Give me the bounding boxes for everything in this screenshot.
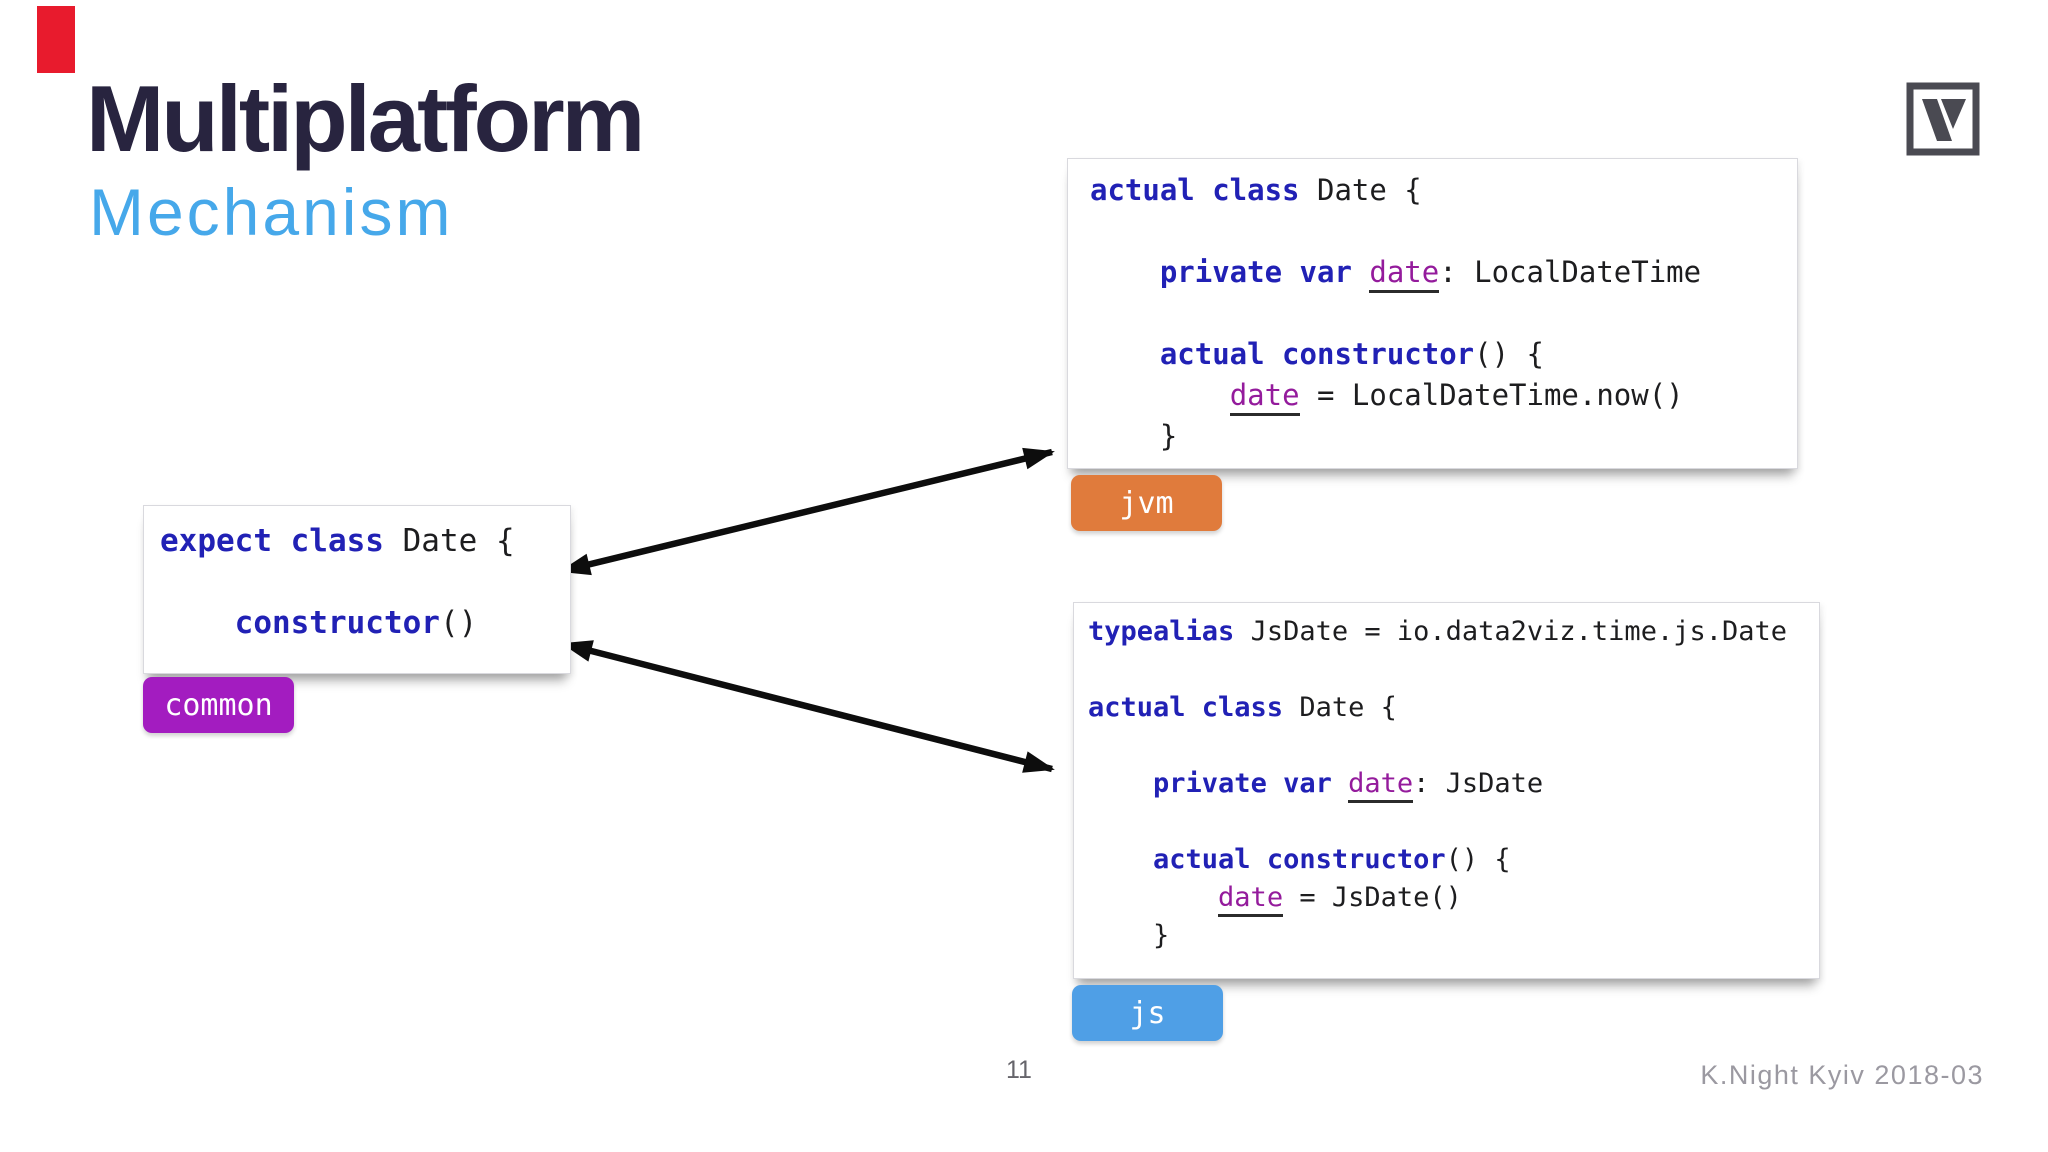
platform-badge-jvm: jvm	[1071, 475, 1222, 531]
page-number: 11	[1006, 1056, 1032, 1084]
data2viz-logo-icon	[1906, 82, 1980, 156]
code-line: actual constructor() {	[1153, 844, 1511, 875]
code-line	[1090, 211, 1797, 252]
code-line	[1088, 803, 1819, 841]
code-line: actual class Date {	[1088, 692, 1397, 723]
code-line	[1088, 651, 1819, 689]
code-line: constructor()	[234, 605, 478, 641]
code-line: expect class Date {	[160, 523, 515, 559]
footer-credit: K.Night Kyiv 2018-03	[1700, 1060, 1984, 1090]
platform-badge-js: js	[1072, 985, 1223, 1041]
code-line	[1088, 727, 1819, 765]
code-line: typealias JsDate = io.data2viz.time.js.D…	[1088, 616, 1787, 647]
code-line: actual constructor() {	[1159, 337, 1544, 371]
code-line: }	[1090, 419, 1178, 453]
code-line: private var date: JsDate	[1088, 765, 1819, 803]
platform-badge-common: common	[143, 677, 294, 733]
code-line	[1090, 293, 1797, 334]
page-title: Multiplatform	[86, 66, 645, 171]
red-corner-marker	[37, 6, 75, 73]
arrow-common-to-js	[561, 640, 1055, 773]
code-line: }	[1088, 920, 1170, 951]
code-block-jvm: actual class Date { private var date: Lo…	[1067, 158, 1798, 469]
code-line: date = JsDate()	[1088, 879, 1819, 917]
code-block-js: typealias JsDate = io.data2viz.time.js.D…	[1073, 602, 1820, 979]
code-line: date = LocalDateTime.now()	[1090, 375, 1797, 416]
code-line	[160, 562, 570, 603]
page-subtitle: Mechanism	[89, 175, 454, 249]
code-line: actual class Date {	[1090, 173, 1422, 207]
code-block-common: expect class Date { constructor()	[143, 505, 571, 674]
arrow-common-to-jvm	[559, 447, 1055, 576]
code-line: private var date: LocalDateTime	[1090, 252, 1797, 293]
